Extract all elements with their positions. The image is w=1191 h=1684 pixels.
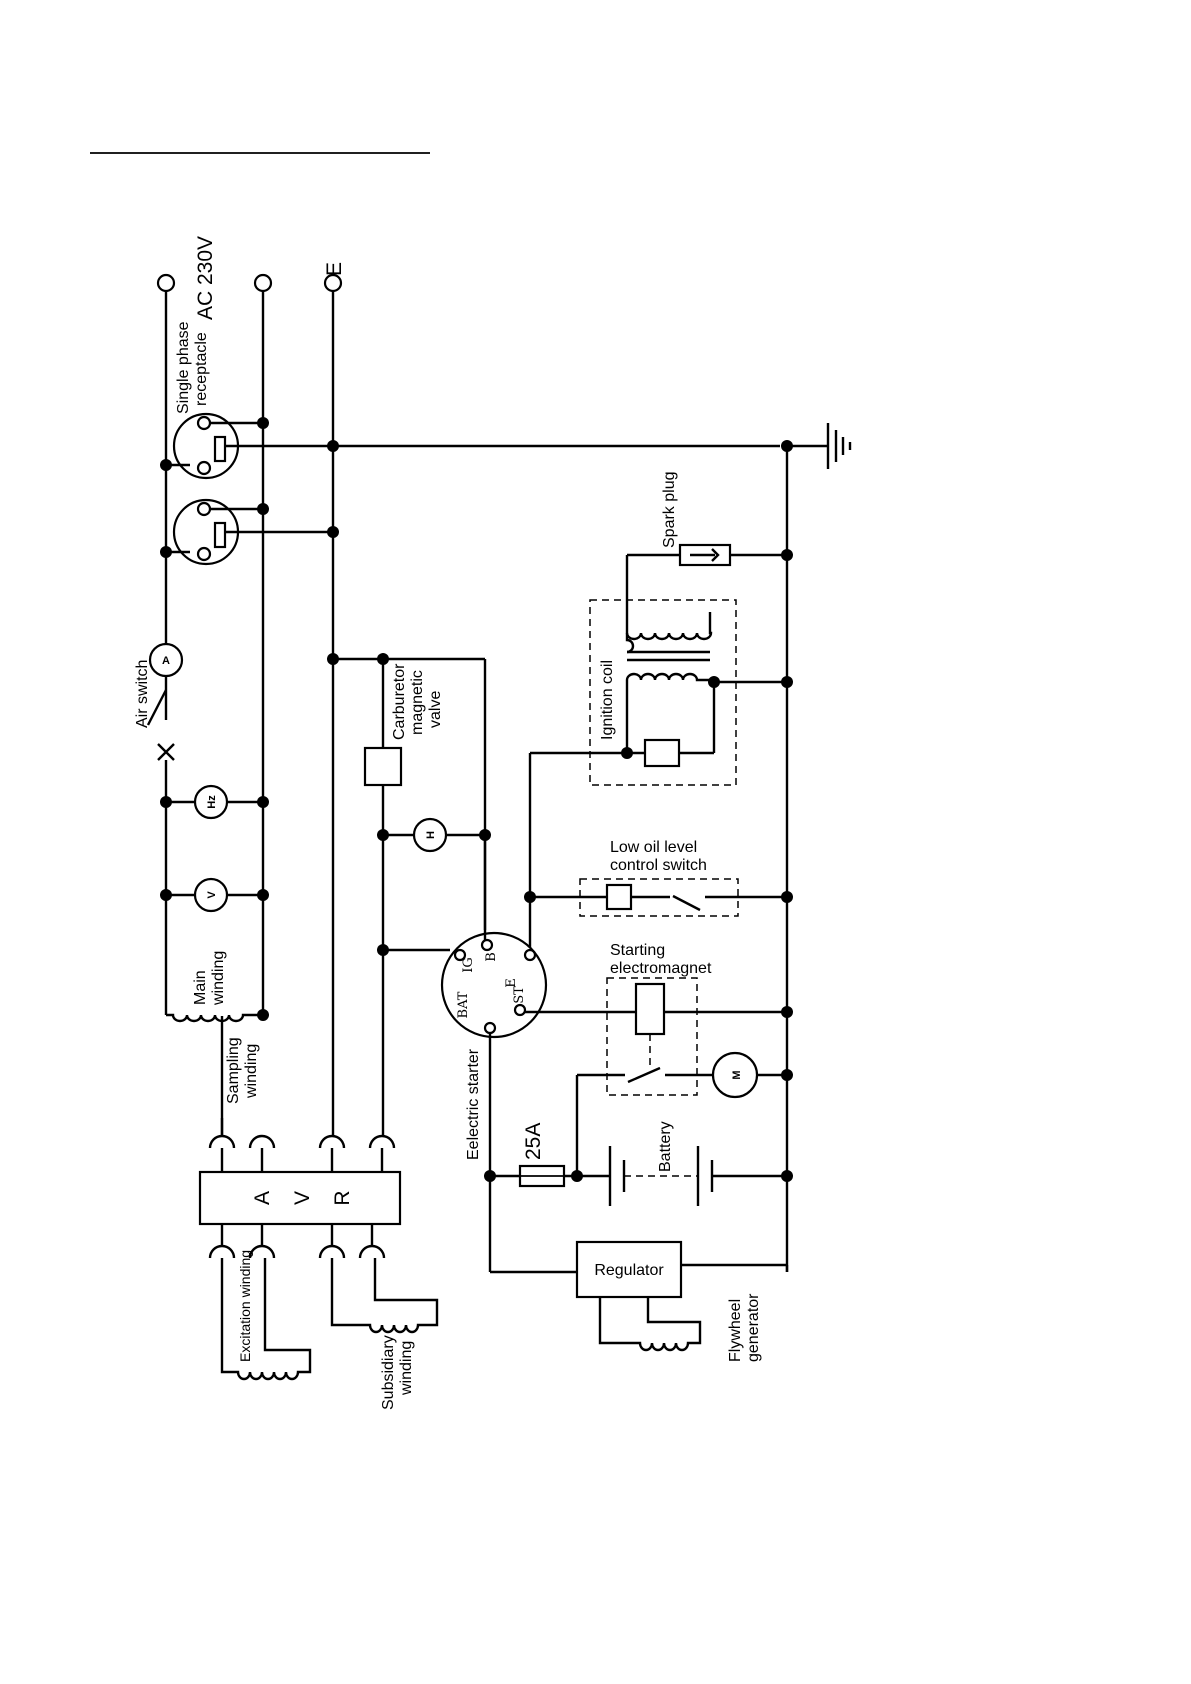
earth-terminal-label: E xyxy=(323,262,346,276)
avr-top-connectors xyxy=(208,1118,396,1172)
receptacle-1 xyxy=(166,412,780,480)
receptacle-label-line2: receptacle xyxy=(193,332,210,406)
starting-electromagnet-coil xyxy=(634,982,666,1036)
starter-st-label: ST xyxy=(512,986,527,1004)
ignition-coil-enclosure xyxy=(589,599,737,786)
ac-voltage-label: AC 230V xyxy=(194,236,217,320)
avr-letter-v: V xyxy=(291,1191,314,1205)
regulator xyxy=(575,1240,683,1299)
excitation-winding-coil xyxy=(220,1258,312,1381)
low-oil-label-line2: control switch xyxy=(610,857,707,874)
ac-section: A Hz V xyxy=(146,273,780,1381)
air-switch-label: Air switch xyxy=(134,660,151,728)
low-oil-label-line1: Low oil level xyxy=(610,839,697,856)
fuse-label: 25A xyxy=(522,1123,545,1160)
voltmeter xyxy=(193,877,229,913)
igniter-module xyxy=(643,738,681,768)
frequency-meter-symbol: Hz xyxy=(206,795,218,809)
subsidiary-winding-coil xyxy=(330,1258,439,1334)
hour-meter-symbol: H xyxy=(425,831,437,839)
ignition-coil-label: Ignition coil xyxy=(599,660,616,740)
starter-motor-symbol: M xyxy=(731,1070,743,1079)
carburetor-label-line3: valve xyxy=(427,691,444,728)
output-terminal-e xyxy=(323,273,343,293)
dc-section: BAT IG B E ST M xyxy=(440,423,852,1352)
hour-meter xyxy=(412,817,448,853)
flywheel-label-line1: Flywheel xyxy=(727,1299,744,1362)
air-switch-cross xyxy=(157,743,175,761)
flywheel-generator-coil xyxy=(598,1297,702,1352)
electric-starter-switch xyxy=(440,931,548,1039)
carburetor-valve xyxy=(363,746,403,787)
avr-letter-r: R xyxy=(331,1190,354,1205)
main-winding-coil xyxy=(166,1013,263,1023)
regulator-label: Regulator xyxy=(594,1262,664,1279)
receptacle-2 xyxy=(166,498,333,566)
subsidiary-winding-label-line1: Subsidiary xyxy=(380,1335,397,1410)
sampling-winding-label-line1: Sampling xyxy=(225,1037,242,1104)
ground-icon xyxy=(826,423,852,469)
excitation-winding-label: Excitation winding xyxy=(237,1250,253,1362)
avr-letter-a: A xyxy=(251,1191,274,1205)
receptacle-label-line1: Single phase xyxy=(175,321,192,414)
low-oil-sensor xyxy=(605,883,633,911)
main-winding-label-line2: winding xyxy=(210,951,227,1006)
starter-b-label: B xyxy=(484,952,499,962)
battery-label: Battery xyxy=(657,1121,674,1172)
starting-electromagnet-enclosure xyxy=(606,977,698,1096)
ignition-primary-coil xyxy=(625,672,714,682)
ignition-secondary-coil xyxy=(625,612,713,641)
main-winding-label-line1: Main xyxy=(192,970,209,1005)
carburetor-label-line2: magnetic xyxy=(409,670,426,735)
low-oil-switch-enclosure xyxy=(579,878,739,917)
frequency-meter xyxy=(193,784,229,820)
avr-module xyxy=(198,1170,402,1226)
electric-starter-label: Eelectric starter xyxy=(465,1048,482,1160)
starting-em-label-line1: Starting xyxy=(610,942,665,959)
spark-plug-label: Spark plug xyxy=(661,472,678,549)
flywheel-label-line2: generator xyxy=(745,1293,762,1362)
output-terminal-n xyxy=(253,273,273,293)
starter-ig-label: IG xyxy=(461,957,476,973)
starter-e-label: E xyxy=(504,978,519,988)
avr-bottom-connectors xyxy=(208,1224,386,1259)
ammeter-symbol: A xyxy=(162,655,170,667)
carburetor-label-line1: Carburetor xyxy=(391,663,408,740)
voltmeter-symbol: V xyxy=(206,891,218,899)
starter-bat-label: BAT xyxy=(456,991,471,1018)
air-switch-blade xyxy=(146,689,168,726)
ammeter xyxy=(148,642,184,678)
labels: AC 230V E Single phase receptacle Air sw… xyxy=(134,236,762,1410)
subsidiary-winding-label-line2: winding xyxy=(398,1341,415,1396)
sampling-winding-label-line2: winding xyxy=(243,1044,260,1099)
starting-em-label-line2: electromagnet xyxy=(610,960,712,977)
output-terminal-l xyxy=(156,273,176,293)
